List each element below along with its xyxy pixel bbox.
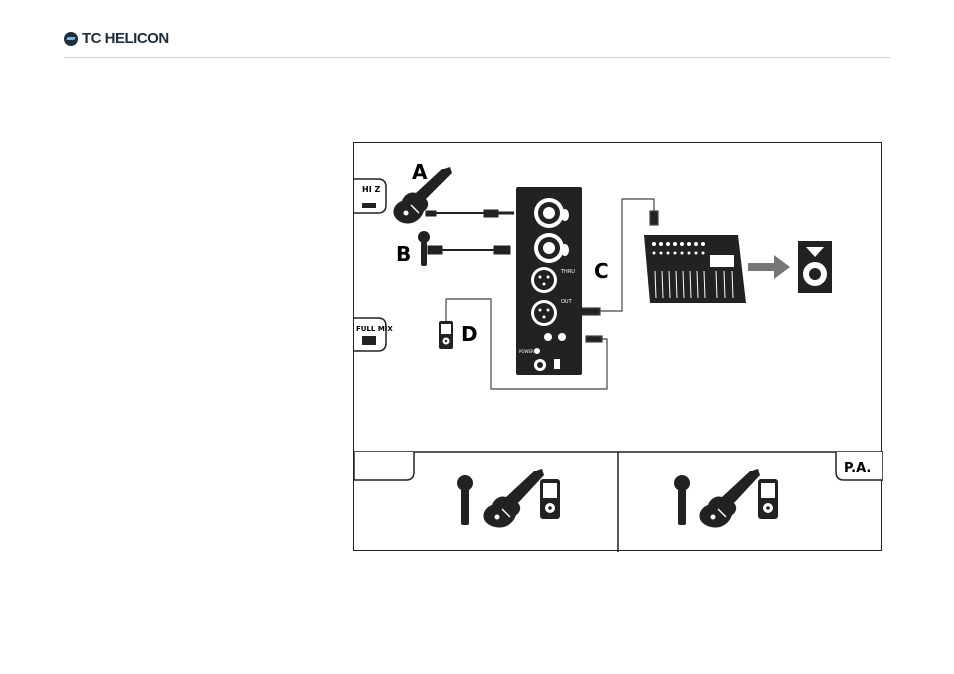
brand-name: TC HELICON	[82, 30, 169, 47]
pa-tag: P.A.	[836, 452, 883, 480]
speaker-icon	[798, 241, 832, 293]
cable-guitar	[426, 210, 514, 217]
connection-diagram: HI Z FULL MIX P.A. A B C D	[353, 142, 882, 551]
vocal-processor-device: THRU OUT POWER	[516, 187, 582, 375]
power-label: POWER	[519, 349, 534, 354]
music-player-icon	[758, 479, 778, 519]
header-divider	[64, 57, 890, 58]
fullmix-tag: FULL MIX	[354, 318, 393, 351]
brand-logo-icon	[64, 32, 78, 46]
label-c: C	[594, 259, 609, 283]
thru-label: THRU	[560, 269, 575, 275]
hiz-tag-label: HI Z	[362, 185, 380, 194]
label-a: A	[412, 160, 428, 184]
fullmix-tag-label: FULL MIX	[356, 325, 393, 333]
label-b: B	[396, 242, 411, 266]
pa-tag-label: P.A.	[844, 461, 871, 476]
arrow-icon	[748, 255, 790, 279]
brand-logo: TC HELICON	[64, 30, 169, 47]
microphone-icon	[457, 475, 473, 525]
microphone-icon	[674, 475, 690, 525]
out-label: OUT	[561, 299, 573, 305]
hiz-tag: HI Z	[354, 179, 386, 213]
bottom-right-icons	[674, 469, 778, 528]
guitar-icon	[699, 469, 760, 528]
bottom-left-icons	[457, 469, 560, 528]
cable-mic	[428, 246, 510, 254]
unlabeled-tag	[354, 452, 414, 480]
music-player-icon	[540, 479, 560, 519]
mixer-icon	[644, 235, 746, 303]
label-d: D	[461, 322, 478, 346]
connection-diagram-svg: HI Z FULL MIX P.A. A B C D	[354, 143, 883, 552]
music-player-icon	[439, 321, 453, 349]
guitar-icon	[483, 469, 544, 528]
